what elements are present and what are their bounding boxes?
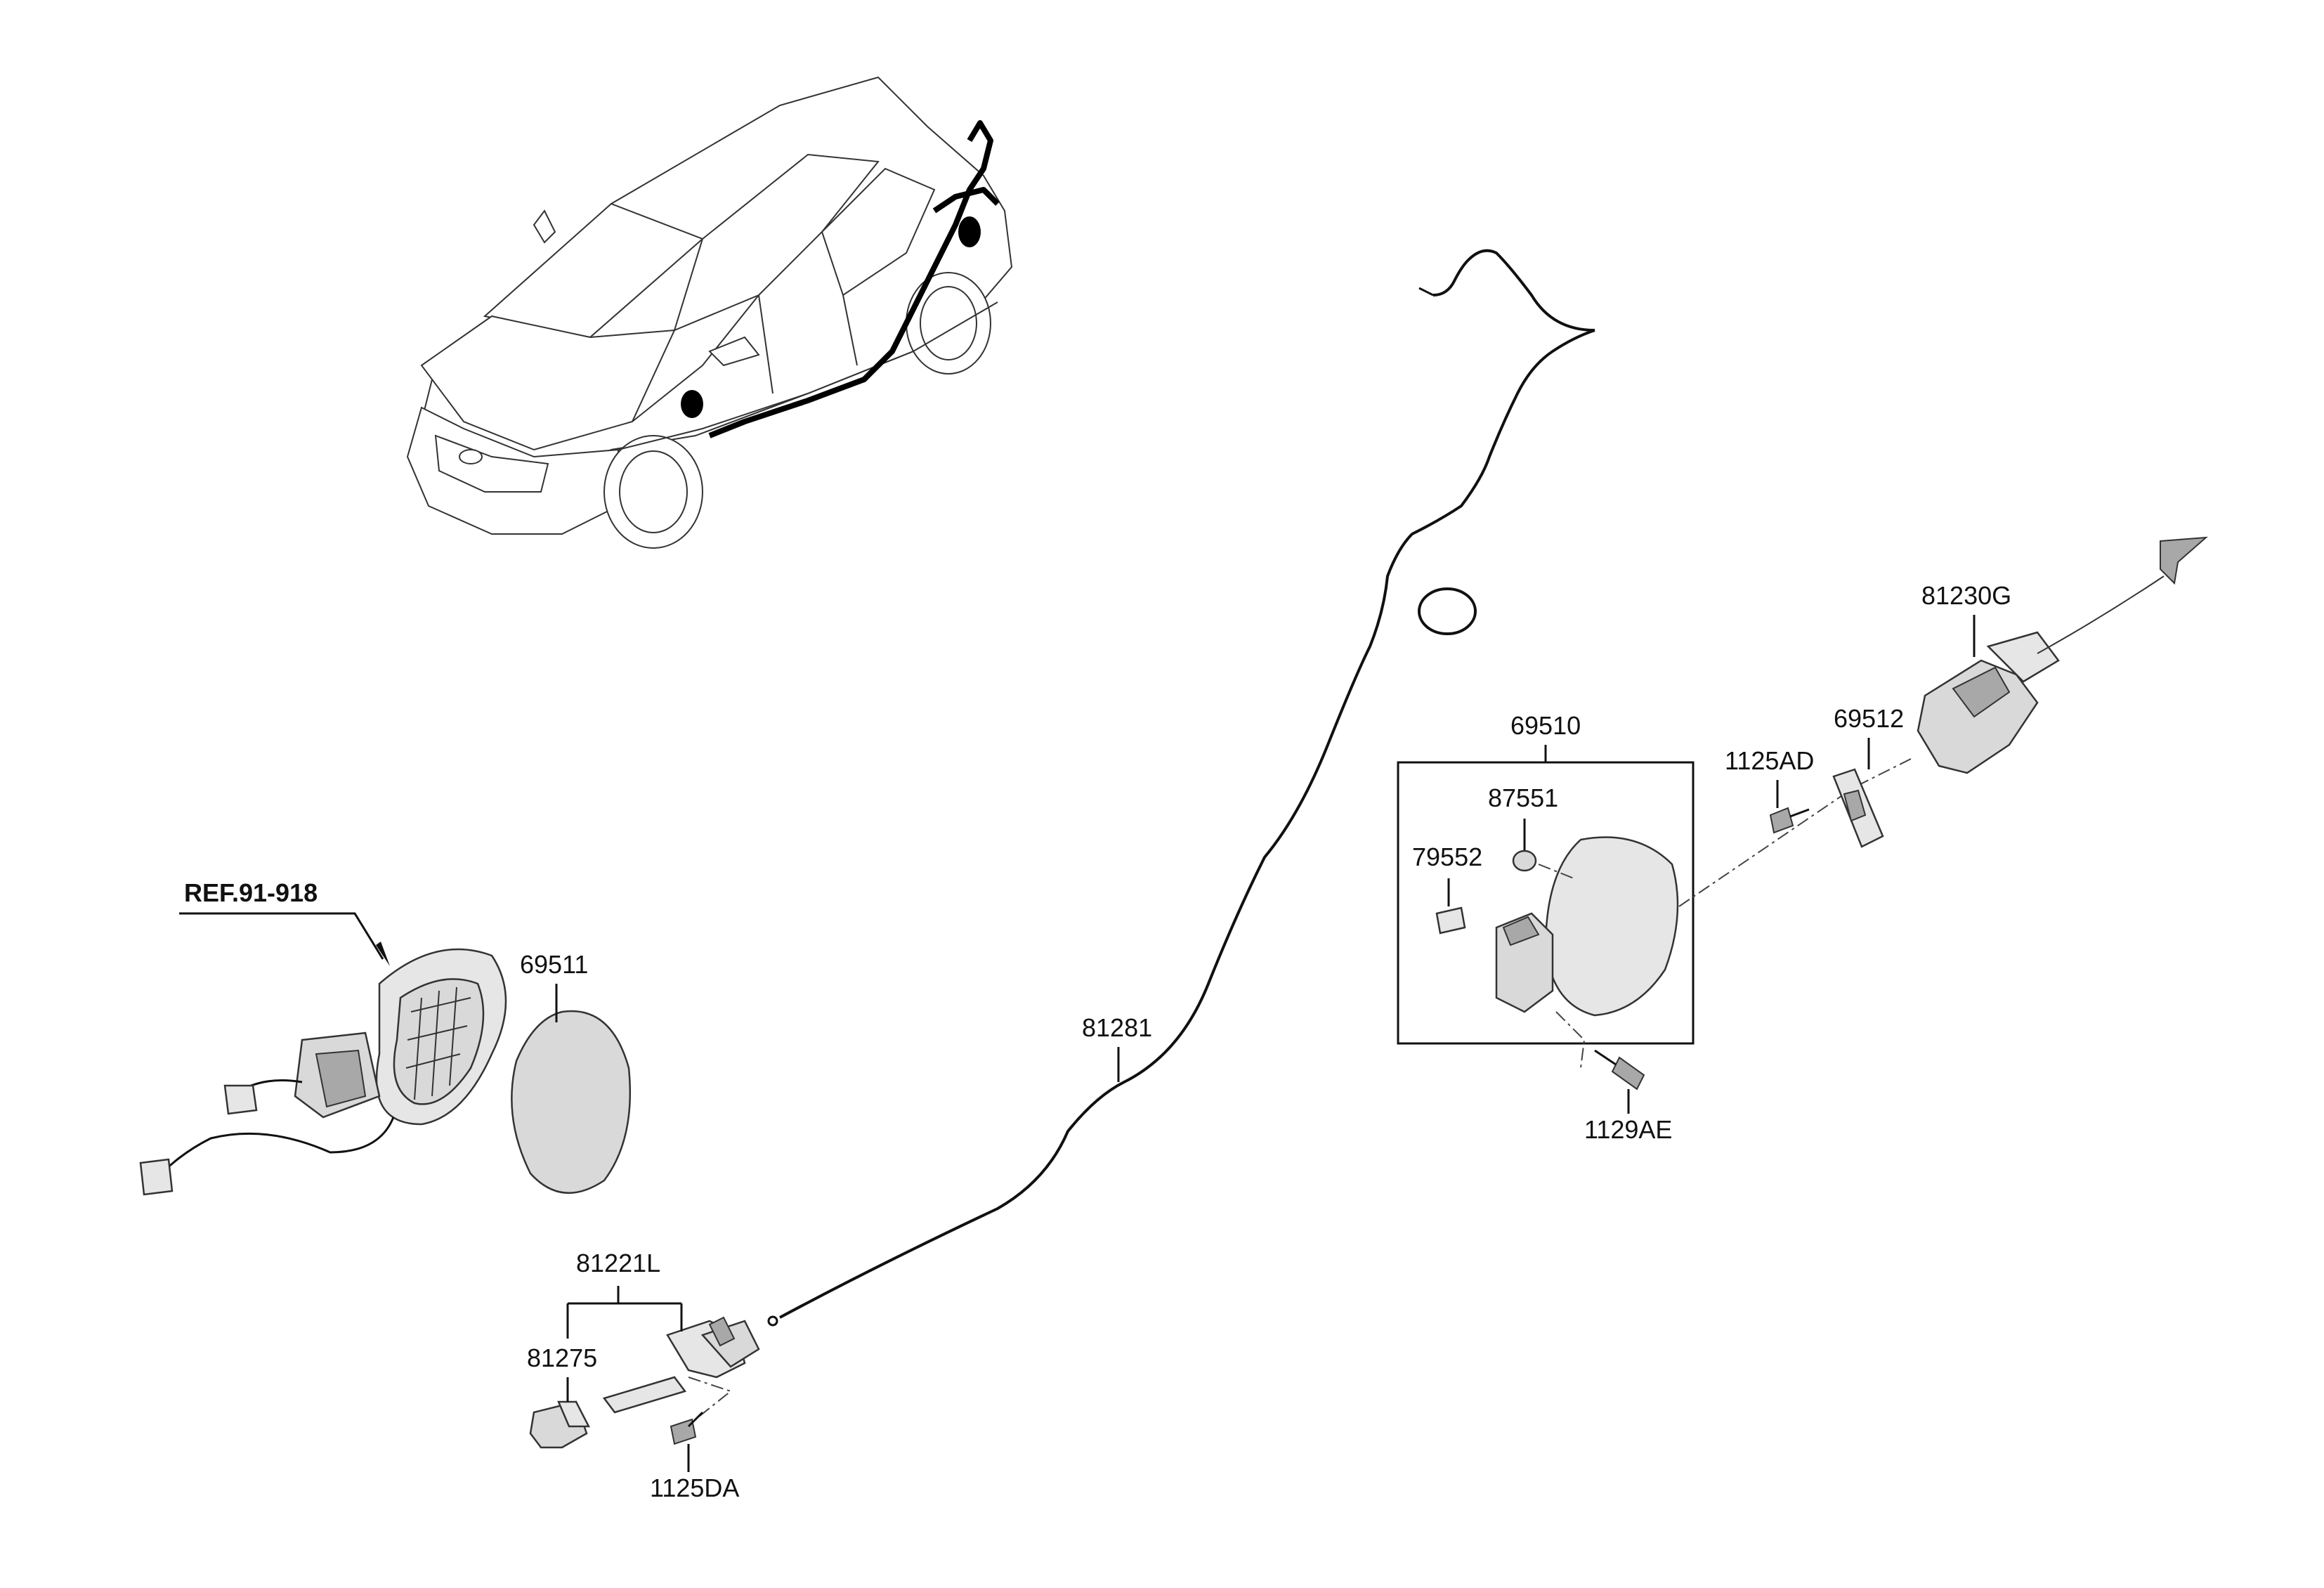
callout-81230G: 81230G — [1921, 581, 2011, 610]
bolt-1129AE — [1594, 1049, 1645, 1091]
leader-ref-91-918 — [179, 912, 384, 960]
bracket-69512 — [1832, 768, 1884, 848]
callout-ref-91-918: REF.91-918 — [184, 878, 318, 907]
fuel-door-69511 — [511, 1010, 632, 1194]
dash-87551 — [1538, 864, 1574, 879]
leader-81221L — [566, 1286, 683, 1339]
release-cable-81281 — [767, 249, 1595, 1327]
callout-69510: 69510 — [1510, 711, 1581, 740]
callout-1129AE: 1129AE — [1584, 1115, 1672, 1144]
handle-81275 — [529, 1400, 591, 1449]
callout-1125AD: 1125AD — [1725, 746, 1814, 775]
callout-81221L: 81221L — [576, 1249, 660, 1277]
screw-1125AD — [1769, 807, 1810, 834]
callout-69511: 69511 — [520, 950, 588, 979]
leader-arrowhead — [376, 942, 390, 966]
fuel-door-69510 — [1495, 836, 1679, 1017]
callout-87551: 87551 — [1488, 783, 1558, 812]
filler-housing-assembly — [139, 948, 507, 1196]
latch-assembly-81221L — [602, 1316, 760, 1420]
bumper-87551 — [1512, 850, 1537, 872]
actuator-81230G — [1917, 536, 2208, 774]
callout-1125DA: 1125DA — [650, 1473, 739, 1502]
pad-79552 — [1435, 906, 1466, 935]
car-illustration — [406, 76, 1013, 549]
callout-69512: 69512 — [1834, 704, 1904, 733]
callout-79552: 79552 — [1412, 842, 1482, 871]
bolt-1125DA — [670, 1411, 704, 1445]
callout-81275: 81275 — [527, 1343, 597, 1372]
dash-alignment-lower — [1555, 1011, 1586, 1069]
callout-81281: 81281 — [1082, 1013, 1152, 1042]
